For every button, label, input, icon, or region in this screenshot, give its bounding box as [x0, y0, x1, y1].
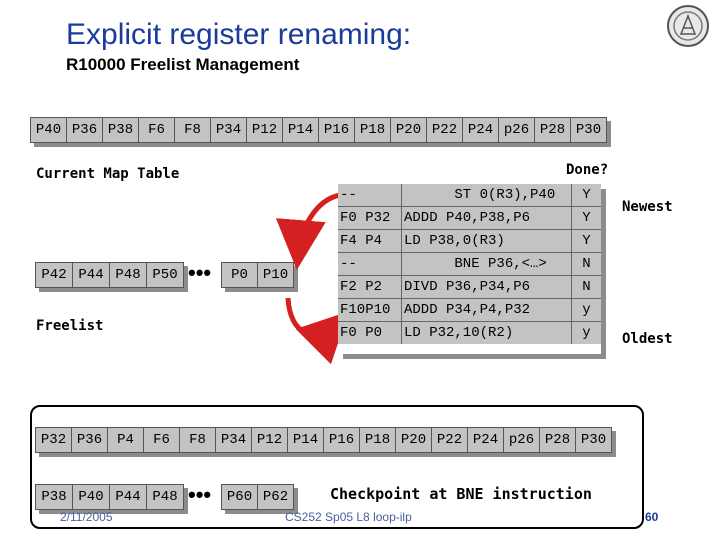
rob-instruction: ST 0(R3),P40: [402, 184, 572, 206]
freelist-cell: P28: [534, 117, 571, 143]
rob-done-flag: Y: [582, 187, 591, 203]
checkpoint-map-cell: P38: [35, 484, 73, 510]
map-table-ellipsis: •••: [188, 260, 212, 285]
freelist-cell: p26: [498, 117, 535, 143]
checkpoint-freelist-cell: P36: [71, 427, 108, 453]
rob-register-mapping: --: [338, 184, 402, 206]
rob-instruction: LD P38,0(R3): [402, 230, 572, 252]
rob-done-flag: Y: [582, 210, 591, 226]
rob-instruction: ADDD P40,P38,P6: [402, 207, 572, 229]
rob-instruction: ADDD P34,P4,P32: [402, 299, 572, 321]
checkpoint-freelist-cell: P18: [359, 427, 396, 453]
checkpoint-freelist-cell: P20: [395, 427, 432, 453]
newest-label: Newest: [622, 199, 673, 215]
rob-done-flag: y: [582, 325, 591, 341]
freelist-cell: F6: [138, 117, 175, 143]
checkpoint-freelist-cell: P16: [323, 427, 360, 453]
rob-entry: -- ST 0(R3),P40 Y: [338, 184, 601, 207]
freelist-cell: P24: [462, 117, 499, 143]
checkpoint-label: Checkpoint at BNE instruction: [330, 485, 592, 503]
freelist-cell: P18: [354, 117, 391, 143]
checkpoint-map-cell: P44: [109, 484, 147, 510]
checkpoint-freelist-cell: F6: [143, 427, 180, 453]
rob-done-flag: Y: [582, 233, 591, 249]
checkpoint-freelist-cell: P28: [539, 427, 576, 453]
rob-instruction: DIVD P36,P34,P6: [402, 276, 572, 298]
map-table-cell: P44: [72, 262, 110, 288]
checkpoint-freelist-cell: P14: [287, 427, 324, 453]
slide-title: Explicit register renaming:: [66, 18, 412, 51]
checkpoint-freelist-cell: P30: [575, 427, 612, 453]
freelist-cell: P22: [426, 117, 463, 143]
rob-done-flag: y: [582, 302, 591, 318]
done-header: Done?: [566, 162, 609, 178]
footer-date: 2/11/2005: [60, 510, 113, 524]
checkpoint-freelist-cell: p26: [503, 427, 540, 453]
rob-entry: -- BNE P36,<…> N: [338, 253, 601, 276]
checkpoint-map-cell: P48: [146, 484, 184, 510]
freelist-cell: P30: [570, 117, 607, 143]
checkpoint-freelist-cell: P22: [431, 427, 468, 453]
rob-instruction: LD P32,10(R2): [402, 322, 572, 344]
page-number: 60: [645, 510, 659, 524]
freelist-cell: P40: [30, 117, 67, 143]
freelist-cell: F8: [174, 117, 211, 143]
checkpoint-freelist-cell: F8: [179, 427, 216, 453]
rob-done-flag: N: [582, 279, 591, 295]
map-table-cell: P50: [146, 262, 184, 288]
checkpoint-ellipsis: •••: [188, 482, 212, 507]
map-table-label: Current Map Table: [36, 166, 180, 182]
oldest-label: Oldest: [622, 331, 673, 347]
slide-subtitle: R10000 Freelist Management: [66, 55, 300, 74]
rob-register-mapping: F0 P32: [338, 207, 402, 229]
rob-register-mapping: F10P10: [338, 299, 402, 321]
freelist-cell: P38: [102, 117, 139, 143]
footer-course: CS252 Sp05 L8 loop-ilp: [285, 510, 412, 524]
university-seal-icon: [667, 5, 709, 47]
rob-register-mapping: F4 P4: [338, 230, 402, 252]
checkpoint-freelist-cell: P4: [107, 427, 144, 453]
checkpoint-box: [30, 405, 644, 529]
rob-register-mapping: F2 P2: [338, 276, 402, 298]
freelist-label: Freelist: [36, 318, 104, 334]
freelist-cell: P14: [282, 117, 319, 143]
checkpoint-map-cell: P40: [72, 484, 110, 510]
freelist-cell: P36: [66, 117, 103, 143]
checkpoint-freelist-cell: P32: [35, 427, 72, 453]
freelist-cell: P34: [210, 117, 247, 143]
checkpoint-freelist-cell: P12: [251, 427, 288, 453]
checkpoint-freelist-cell: P24: [467, 427, 504, 453]
checkpoint-map-cell: P62: [257, 484, 294, 510]
checkpoint-map-cell: P60: [221, 484, 258, 510]
rob-instruction: BNE P36,<…>: [402, 253, 572, 275]
arrow-to-map-table: [275, 192, 341, 270]
rob-register-mapping: --: [338, 253, 402, 275]
arrow-from-freelist: [285, 297, 349, 365]
rob-register-mapping: F0 P0: [338, 322, 402, 344]
rob-done-flag: N: [582, 256, 591, 272]
freelist-cell: P16: [318, 117, 355, 143]
checkpoint-freelist-cell: P34: [215, 427, 252, 453]
map-table-cell: P48: [109, 262, 147, 288]
